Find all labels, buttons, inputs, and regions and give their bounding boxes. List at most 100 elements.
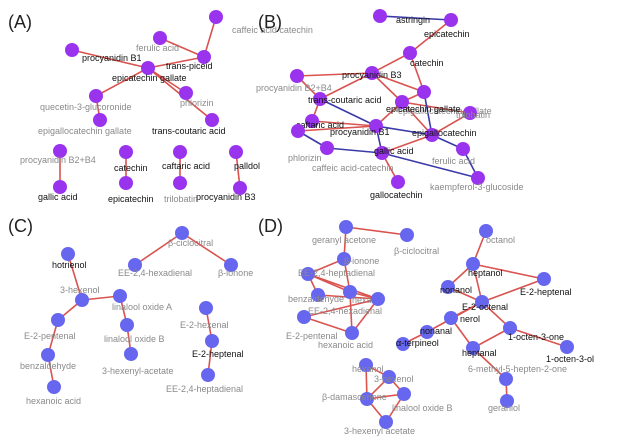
node-label: phlorizin — [288, 153, 322, 163]
node-circle — [199, 301, 213, 315]
node-label: epicatechin gallate — [386, 104, 461, 114]
node-circle — [560, 340, 574, 354]
node-circle — [141, 61, 155, 75]
node-circle — [197, 50, 211, 64]
node-circle — [313, 92, 327, 106]
node-c8: hexanoic acid — [26, 380, 81, 406]
node-d13: E-2-heptenal — [520, 272, 572, 297]
node-circle — [51, 313, 65, 327]
node-circle — [417, 85, 431, 99]
node-d15: nerol — [444, 311, 480, 325]
node-label: catechin — [410, 58, 444, 68]
node-circle — [153, 31, 167, 45]
node-c9: β-ciclocitral — [168, 226, 213, 248]
node-label: 1-octen-3-one — [508, 332, 564, 342]
node-b5: procyanidin B2+B4 — [256, 69, 332, 93]
edge-d8-d9 — [303, 316, 353, 334]
edge-b2-b3 — [409, 19, 452, 54]
node-label: 6-methyl-5-hepten-2-one — [468, 364, 567, 374]
node-a3: procyanidin B1 — [65, 43, 142, 63]
node-label: caffeic acid-catechin — [312, 163, 393, 173]
edge-d7-d8 — [303, 298, 379, 318]
edge-b1-b2 — [379, 15, 452, 21]
node-circle — [382, 370, 396, 384]
edge-b4-b6 — [371, 72, 425, 93]
node-label: trilobatin — [164, 194, 198, 204]
node-circle — [290, 69, 304, 83]
edge-c9-c10 — [134, 232, 183, 266]
node-c13: E-2-heptenal — [192, 334, 244, 359]
edge-b9-b12 — [431, 112, 471, 136]
node-d22: geraniol — [488, 394, 520, 413]
node-a2: ferulic acid — [136, 31, 179, 53]
node-label: procyanidin B2+B4 — [20, 155, 96, 165]
node-circle — [233, 181, 247, 195]
node-label: benzaldehyde — [20, 361, 76, 371]
node-c5: linalool oxide B — [104, 318, 165, 344]
node-b12: epigallocatechin — [412, 128, 477, 142]
node-c12: E-2-hexenal — [180, 301, 229, 330]
node-label: procyanidin B3 — [196, 192, 256, 202]
node-circle — [337, 252, 351, 266]
node-label: procyanidin B1 — [330, 127, 390, 137]
node-label: quecetin-3-glucoronide — [40, 102, 132, 112]
node-circle — [305, 114, 319, 128]
node-label: phlorizin — [180, 98, 214, 108]
node-circle — [53, 180, 67, 194]
edge-b11-b13 — [297, 125, 377, 132]
node-circle — [373, 9, 387, 23]
node-circle — [339, 220, 353, 234]
node-circle — [471, 171, 485, 185]
node-label: linalool oxide B — [104, 334, 165, 344]
node-label: epigallocatechin — [412, 128, 477, 138]
node-label: caftaric acid — [162, 161, 210, 171]
node-label: β-ionone — [218, 268, 253, 278]
node-label: gallic acid — [38, 192, 78, 202]
edge-b12-b14 — [381, 134, 433, 154]
node-label: 1-octen-3-ol — [546, 354, 594, 364]
node-circle — [93, 113, 107, 127]
edge-a4-a5 — [147, 56, 205, 69]
node-b10: caftaric acid — [296, 114, 344, 130]
node-label: hotrienol — [52, 260, 87, 270]
node-label: hexanal — [352, 295, 384, 305]
node-label: ferulic acid — [136, 43, 179, 53]
node-c6: benzaldehyde — [20, 348, 76, 371]
node-circle — [369, 119, 383, 133]
node-circle — [113, 289, 127, 303]
node-circle — [320, 141, 334, 155]
node-d11: heptanol — [466, 257, 503, 278]
node-d21: 6-methyl-5-hepten-2-one — [468, 364, 567, 386]
edge-b8-b9 — [401, 101, 471, 114]
node-label: 3-hexenol — [60, 285, 100, 295]
node-label: hexanoic acid — [26, 396, 81, 406]
edge-b4-b5 — [296, 72, 373, 77]
node-label: epicatechin gallate — [112, 73, 187, 83]
node-circle — [173, 176, 187, 190]
node-a12: catechin — [114, 145, 148, 173]
node-circle — [224, 258, 238, 272]
node-a14: caftaric acid — [162, 145, 210, 171]
node-circle — [179, 86, 193, 100]
node-b17: kaempferol-3-glucoside — [430, 171, 524, 192]
node-circle — [47, 380, 61, 394]
node-circle — [128, 258, 142, 272]
node-circle — [119, 176, 133, 190]
node-d1: geranyl acetone — [312, 220, 376, 245]
node-circle — [345, 326, 359, 340]
node-circle — [444, 13, 458, 27]
edge-a5-a6 — [95, 67, 149, 97]
node-circle — [119, 145, 133, 159]
node-circle — [444, 311, 458, 325]
edge-d4-d7 — [307, 273, 379, 300]
node-circle — [61, 247, 75, 261]
panel-a-label: (A) — [8, 12, 32, 32]
node-d4: EE-2,4-heptadienal — [298, 267, 375, 281]
edge-a3-a5 — [71, 49, 149, 69]
node-label: benzaldehyde — [288, 294, 344, 304]
node-circle — [343, 285, 357, 299]
edge-d1-d3 — [345, 226, 408, 236]
node-label: heptanal — [462, 348, 497, 358]
